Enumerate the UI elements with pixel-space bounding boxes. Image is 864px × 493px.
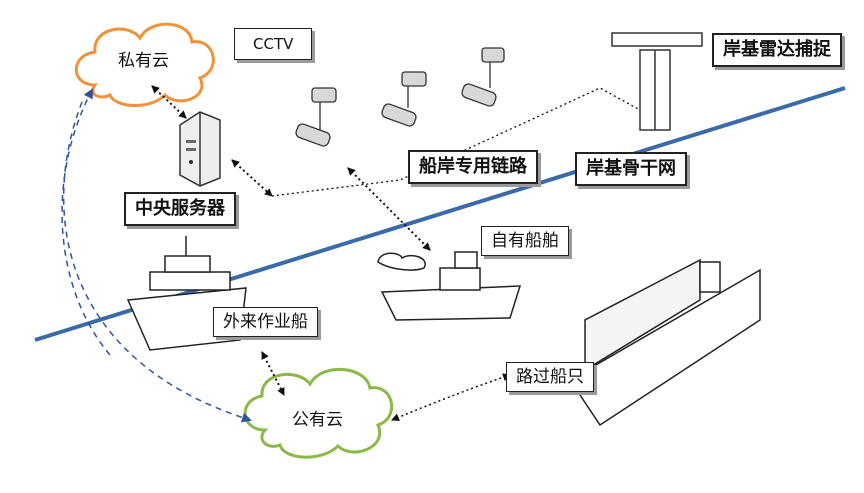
radar-label: 岸基雷达捕捉 [712,33,842,67]
cctv-label: CCTV [234,28,313,60]
external-vessel-label: 外来作业船 [213,307,318,338]
central-server-label: 中央服务器 [124,192,236,226]
backbone-line [271,87,641,197]
link-external-public [261,351,285,396]
private-cloud-label: 私有云 [118,51,169,71]
server-icon [179,111,221,187]
radar-tower-icon [611,32,703,131]
shore-backbone-label: 岸基骨干网 [575,152,687,186]
own-vessel-label: 自有船舶 [481,226,569,257]
public-cloud-label: 公有云 [292,410,343,430]
passing-vessel-icon [568,258,761,427]
dashed-link-down [62,101,252,423]
link-to-own-vessel [347,167,431,251]
link-public-passing [391,373,511,422]
own-vessel-icon [377,251,522,321]
dashed-link-up [61,88,111,356]
passing-vessel-label: 路过船只 [506,362,594,393]
private-cloud-shape [74,22,215,107]
link-server-network [231,159,273,197]
cctv-camera-icon [295,47,505,147]
ship-shore-link-label: 船岸专用链路 [408,150,538,184]
